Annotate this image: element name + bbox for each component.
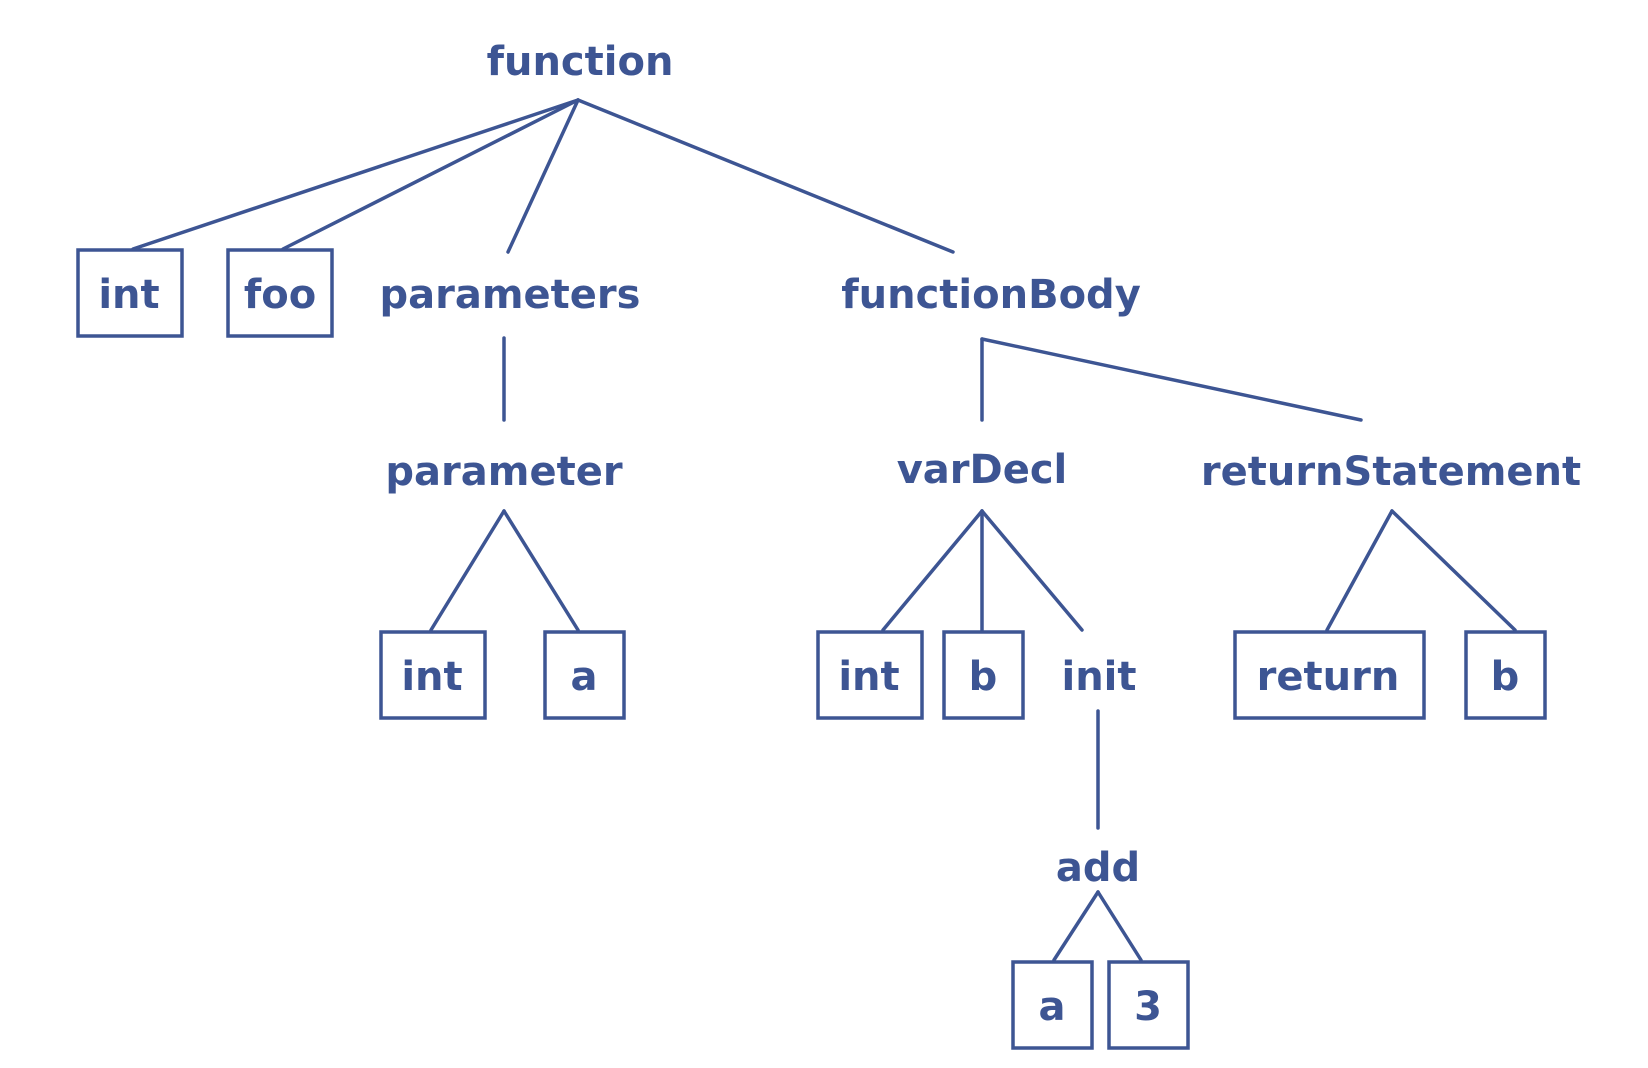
edge-vardecl-init bbox=[980, 509, 1084, 632]
node-return: return bbox=[1257, 654, 1400, 700]
edge-vardecl-int bbox=[881, 509, 984, 632]
leaf-box-add-a bbox=[1011, 960, 1094, 1050]
leaf-box-return-b bbox=[1464, 630, 1547, 720]
node-returnstatement: returnStatement bbox=[1201, 449, 1581, 495]
node-foo: foo bbox=[244, 272, 316, 318]
edge-functionbody-returnstatement bbox=[980, 337, 1363, 422]
edge-add-3 bbox=[1096, 890, 1143, 962]
leaf-box-int bbox=[76, 248, 184, 338]
edge-returnstatement-return bbox=[1325, 509, 1394, 632]
node-int: int bbox=[98, 272, 159, 318]
edge-returnstatement-b bbox=[1390, 509, 1517, 632]
leaf-box-param-a bbox=[543, 630, 626, 720]
leaf-box-return bbox=[1233, 630, 1426, 720]
node-parameter: parameter bbox=[385, 449, 622, 495]
leaf-box-add-3 bbox=[1107, 960, 1190, 1050]
node-labels: function int foo parameters functionBody… bbox=[98, 39, 1581, 1030]
node-add: add bbox=[1056, 845, 1140, 891]
tree-edges bbox=[131, 98, 1517, 962]
edge-function-foo bbox=[281, 98, 580, 251]
leaf-boxes bbox=[76, 248, 1547, 1050]
node-var-b: b bbox=[969, 654, 998, 700]
node-return-b: b bbox=[1491, 654, 1520, 700]
node-var-int: int bbox=[838, 654, 899, 700]
leaf-box-var-int bbox=[816, 630, 924, 720]
edge-add-a bbox=[1052, 890, 1100, 962]
node-parameters: parameters bbox=[380, 272, 641, 318]
node-function: function bbox=[487, 39, 674, 85]
edge-function-functionbody bbox=[576, 98, 955, 254]
leaf-box-foo bbox=[226, 248, 334, 338]
edge-function-parameters bbox=[506, 98, 580, 254]
leaf-box-param-int bbox=[379, 630, 487, 720]
leaf-box-var-b bbox=[942, 630, 1025, 720]
node-functionbody: functionBody bbox=[841, 272, 1141, 318]
node-add-3: 3 bbox=[1134, 984, 1162, 1030]
node-vardecl: varDecl bbox=[897, 447, 1068, 493]
edge-parameter-a bbox=[502, 509, 580, 632]
edge-function-int bbox=[131, 98, 580, 251]
edge-parameter-int bbox=[429, 509, 506, 632]
node-init: init bbox=[1061, 654, 1136, 700]
node-add-a: a bbox=[1039, 984, 1066, 1030]
node-param-int: int bbox=[401, 654, 462, 700]
node-param-a: a bbox=[571, 654, 598, 700]
